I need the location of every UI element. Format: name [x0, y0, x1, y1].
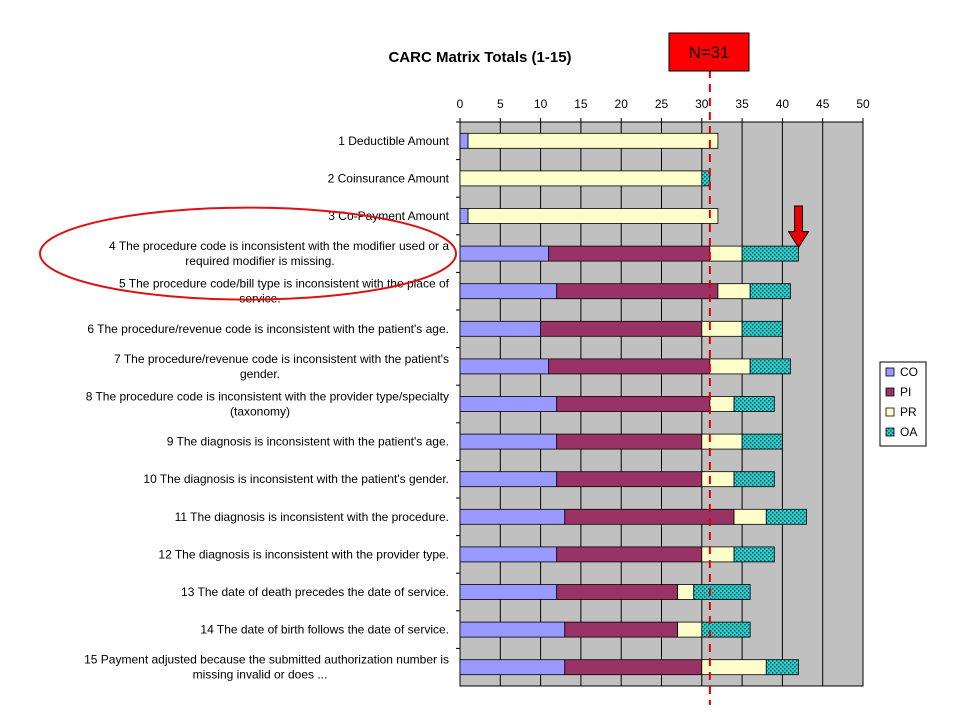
- legend-label-co: CO: [900, 365, 918, 379]
- bar-segment-co: [459, 245, 550, 262]
- bar-segment-pr: [677, 584, 695, 600]
- legend-swatch-oa: [885, 427, 895, 437]
- bar-segment-pr: [709, 396, 735, 412]
- bar-segment-oa: [749, 283, 791, 300]
- bar-segment-pr: [733, 508, 767, 525]
- bar-segment-co: [459, 320, 541, 337]
- category-label: 9 The diagnosis is inconsistent with the…: [167, 435, 449, 449]
- x-tick-label: 20: [615, 97, 629, 111]
- bar-segment-pi: [556, 283, 719, 300]
- bar-segment-pr: [701, 433, 743, 450]
- category-label: 4 The procedure code is inconsistent wit…: [109, 239, 449, 268]
- bar-segment-oa: [741, 433, 783, 450]
- bar-segment-oa: [741, 245, 799, 262]
- x-tick-label: 35: [735, 97, 749, 111]
- legend-swatch-co: [885, 367, 895, 377]
- bars-group: [459, 132, 807, 676]
- bar-segment-co: [459, 508, 566, 525]
- annotations: N=31: [39, 32, 810, 705]
- bar-segment-pr: [701, 659, 767, 676]
- bar-segment-pi: [564, 659, 703, 676]
- x-tick-label: 15: [574, 97, 588, 111]
- bar-segment-co: [459, 584, 558, 600]
- legend: CO PI PR OA: [879, 361, 927, 447]
- bar-segment-pr: [701, 471, 735, 488]
- category-label: 12 The diagnosis is inconsistent with th…: [158, 547, 449, 561]
- category-label: 11 The diagnosis is inconsistent with th…: [175, 510, 449, 524]
- bar-segment-pr: [709, 245, 743, 262]
- bar-segment-oa: [741, 320, 783, 337]
- x-tick-label: 5: [497, 97, 504, 111]
- bar-segment-pi: [556, 471, 703, 488]
- x-axis-ticks: 0 5 10 15 20 25 30 35 40 45 50: [457, 97, 870, 122]
- bar-segment-pr: [709, 358, 751, 375]
- bar-segment-pr: [467, 208, 719, 224]
- category-label: 5 The procedure code/bill type is incons…: [119, 277, 450, 306]
- x-tick-label: 10: [534, 97, 548, 111]
- category-label: 3 Co-Payment Amount: [328, 209, 449, 223]
- bar-segment-pr: [701, 546, 735, 563]
- bar-segment-co: [459, 283, 558, 300]
- bar-segment-oa: [701, 621, 751, 638]
- bar-segment-oa: [733, 396, 775, 412]
- category-label: 1 Deductible Amount: [338, 134, 449, 148]
- x-tick-label: 45: [816, 97, 830, 111]
- category-label: 14 The date of birth follows the date of…: [200, 623, 449, 637]
- x-tick-label: 25: [655, 97, 669, 111]
- bar-segment-pr: [459, 170, 703, 187]
- category-label: 6 The procedure/revenue code is inconsis…: [87, 322, 449, 336]
- bar-segment-co: [459, 358, 550, 375]
- x-tick-label: 50: [856, 97, 870, 111]
- bar-segment-co: [459, 471, 558, 488]
- category-labels: 1 Deductible Amount 2 Coinsurance Amount 3…: [84, 121, 460, 682]
- bar-segment-co: [459, 659, 566, 676]
- bar-segment-pr: [701, 320, 743, 337]
- bar-segment-oa: [765, 508, 807, 525]
- legend-label-pr: PR: [900, 405, 917, 419]
- bar-segment-pr: [677, 621, 703, 638]
- down-arrow-icon: [787, 205, 810, 249]
- legend-label-oa: OA: [900, 425, 917, 439]
- bar-segment-pi: [556, 396, 711, 412]
- bar-segment-co: [459, 396, 558, 412]
- bar-segment-oa: [701, 170, 711, 187]
- category-label: 13 The date of death precedes the date o…: [181, 585, 449, 599]
- bar-segment-pr: [717, 283, 751, 300]
- bar-segment-pi: [540, 320, 703, 337]
- chart-title: CARC Matrix Totals (1-15): [388, 49, 571, 66]
- bar-segment-co: [459, 132, 469, 149]
- bar-segment-pi: [548, 245, 711, 262]
- bar-segment-co: [459, 546, 558, 563]
- bar-segment-pr: [467, 132, 719, 149]
- category-label: 10 The diagnosis is inconsistent with th…: [143, 472, 449, 486]
- bar-segment-pi: [564, 508, 735, 525]
- legend-label-pi: PI: [900, 385, 911, 399]
- bar-segment-pi: [556, 433, 703, 450]
- category-label: 8 The procedure code is inconsistent wit…: [86, 390, 449, 419]
- x-tick-label: 0: [457, 97, 464, 111]
- bar-segment-pi: [564, 621, 679, 638]
- bar-segment-pi: [556, 584, 679, 600]
- reference-label: N=31: [688, 43, 729, 62]
- category-label: 2 Coinsurance Amount: [328, 171, 450, 185]
- category-label: 15 Payment adjusted because the submitte…: [84, 653, 449, 682]
- bar-segment-oa: [765, 659, 799, 676]
- highlight-ellipse: [39, 206, 457, 301]
- x-tick-label: 40: [776, 97, 790, 111]
- legend-swatch-pr: [885, 407, 895, 417]
- x-tick-label: 30: [695, 97, 709, 111]
- bar-segment-co: [459, 208, 469, 224]
- legend-swatch-pi: [885, 387, 895, 397]
- bar-segment-oa: [749, 358, 791, 375]
- bar-segment-pi: [548, 358, 711, 375]
- bar-segment-co: [459, 433, 558, 450]
- category-label: 7 The procedure/revenue code is inconsis…: [114, 352, 449, 381]
- bar-segment-co: [459, 621, 566, 638]
- bar-segment-oa: [733, 546, 775, 563]
- reference-label-box: [668, 32, 750, 72]
- bar-segment-oa: [693, 584, 751, 600]
- bar-segment-oa: [733, 471, 775, 488]
- bar-segment-pi: [556, 546, 703, 563]
